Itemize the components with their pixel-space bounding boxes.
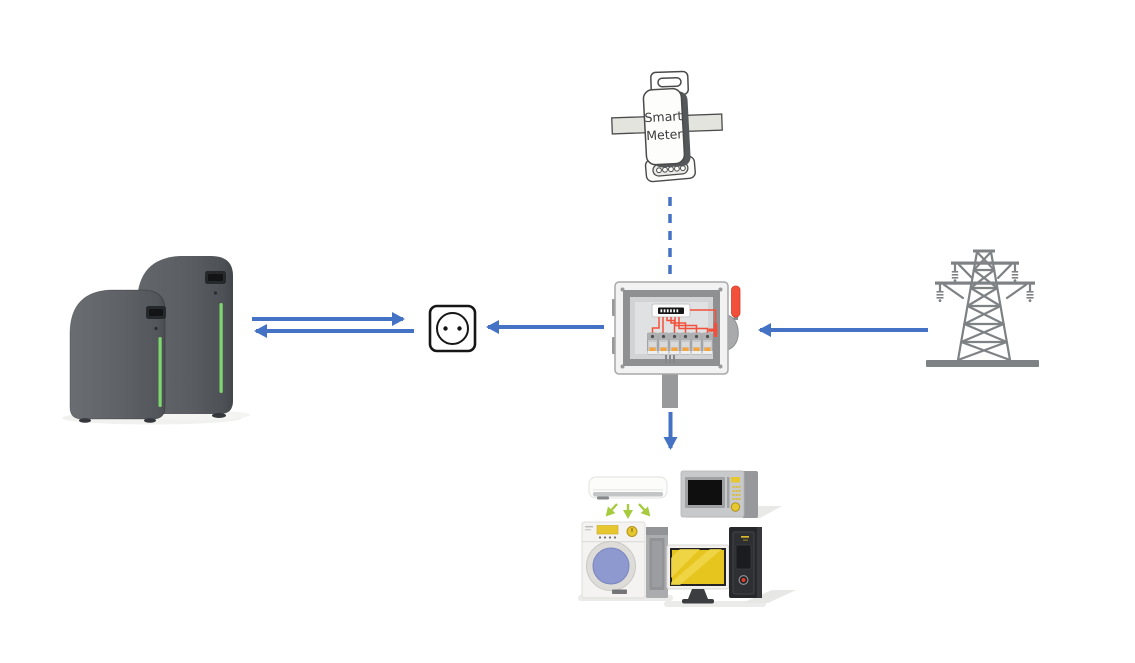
breaker — [647, 332, 658, 355]
battery-unit-small — [69, 289, 166, 423]
breaker — [658, 332, 669, 355]
box-vent — [665, 355, 675, 364]
washer-display — [596, 525, 619, 535]
appliances-icon — [578, 470, 796, 607]
washing-machine-icon — [581, 521, 646, 599]
microwave-icon — [680, 470, 758, 518]
refrigerator-icon — [646, 527, 668, 598]
box-red-lever — [731, 285, 741, 318]
battery-led-strip — [158, 337, 162, 407]
ac-airflow-arrows — [605, 503, 651, 519]
battery-socket-arrows — [252, 312, 414, 338]
microwave-keypad — [732, 486, 741, 500]
box-breakers — [647, 332, 713, 355]
pc-shadow — [742, 590, 796, 603]
smart-meter-label-line1: Smart — [644, 108, 683, 125]
microwave-knob — [730, 502, 741, 512]
breaker — [702, 332, 713, 355]
breaker — [691, 332, 702, 355]
wall-socket-icon — [428, 304, 477, 353]
distribution-box-icon — [612, 281, 741, 408]
box-busbar — [651, 303, 691, 318]
tower-lower-crossarm — [935, 281, 1035, 302]
tower-upper-crossarm — [951, 261, 1019, 282]
monitor-icon — [666, 544, 730, 604]
breaker — [680, 332, 691, 355]
transmission-tower-icon — [926, 249, 1039, 367]
smart-meter-label-line2: Meter — [646, 126, 684, 143]
air-conditioner-icon — [588, 476, 668, 500]
smart-meter-icon: Smart Meter — [611, 70, 723, 183]
battery-led-strip — [219, 303, 223, 393]
box-mount-stem — [662, 372, 678, 408]
box-wires — [651, 309, 718, 337]
battery-storage-icon — [62, 256, 250, 425]
breaker — [669, 332, 680, 355]
computer-tower-icon — [729, 527, 762, 598]
